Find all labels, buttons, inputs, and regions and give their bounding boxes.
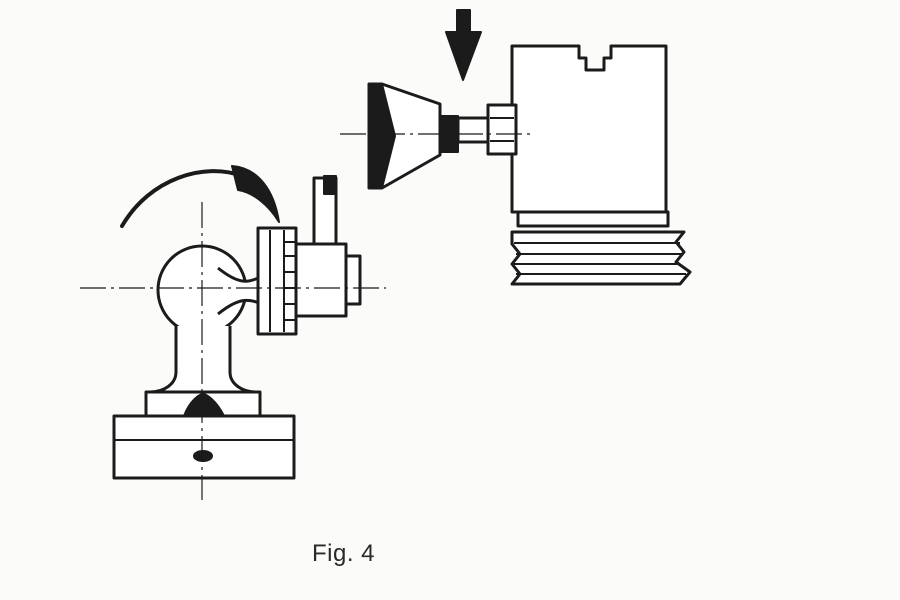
clamp-post [312, 175, 338, 246]
base-plate [112, 414, 296, 480]
conical-grinding-wheel [367, 82, 459, 190]
curved-arrow-icon [120, 165, 280, 228]
motor-housing [510, 44, 692, 286]
pedestal [144, 326, 262, 418]
knurled-flange [256, 226, 298, 336]
work-holder [80, 165, 386, 500]
spindle-nut [456, 103, 518, 156]
down-arrow-icon [445, 9, 482, 81]
spindle-unit [340, 9, 692, 286]
hub [294, 242, 362, 318]
bellows [510, 230, 692, 286]
ball-joint [156, 244, 264, 336]
figure-caption: Fig. 4 [312, 540, 376, 567]
